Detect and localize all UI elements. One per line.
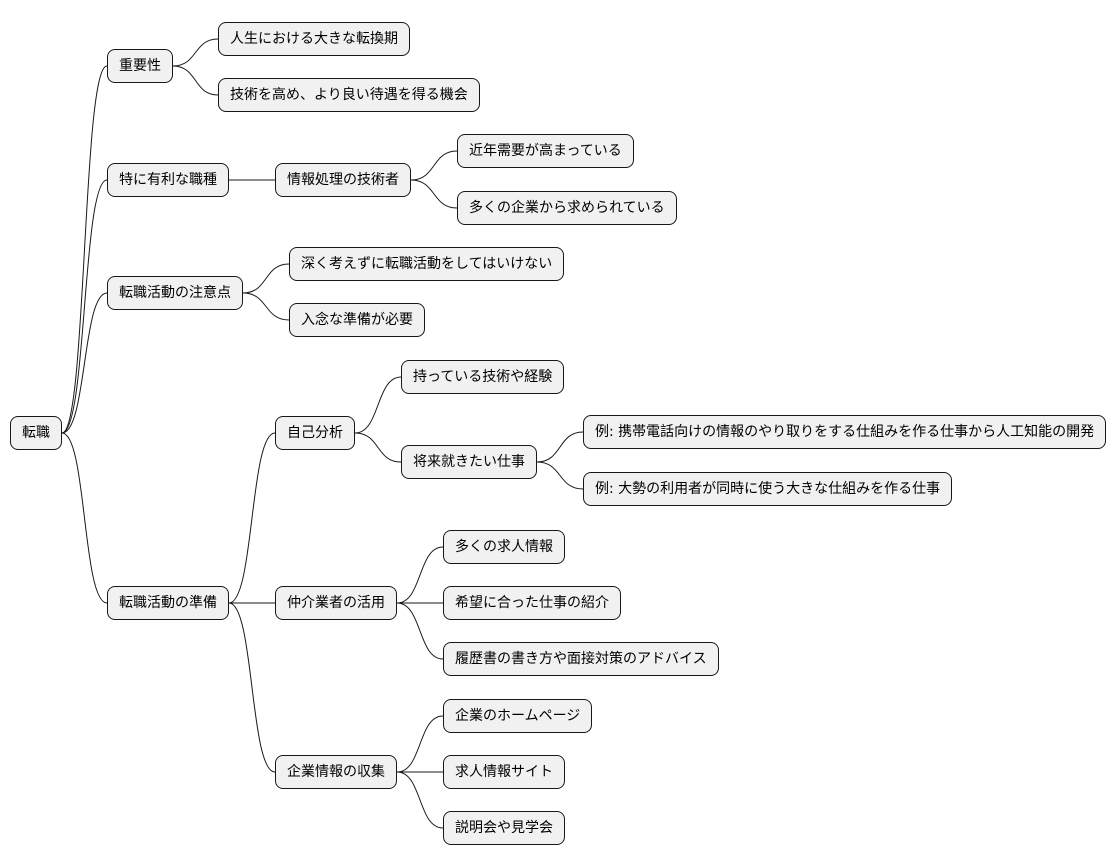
connector-b2c0 — [242, 263, 290, 294]
node-skill-opportunity: 技術を高め、より良い待遇を得る機会 — [218, 78, 480, 112]
node-self-analysis: 自己分析 — [275, 416, 355, 450]
node-future-job: 将来就きたい仕事 — [401, 445, 537, 479]
connector-b3c0b — [354, 432, 402, 463]
connector-b3c1c — [396, 602, 444, 660]
node-life-turning-point: 人生における大きな転換期 — [218, 22, 410, 56]
node-matching-jobs: 希望に合った仕事の紹介 — [443, 586, 621, 620]
connector-b3c0b2 — [536, 461, 584, 490]
node-it-engineer: 情報処理の技術者 — [275, 163, 411, 197]
connector-b3c2 — [228, 602, 276, 773]
connector-b1 — [61, 179, 108, 434]
node-preparation: 転職活動の準備 — [107, 586, 229, 620]
node-agency-use: 仲介業者の活用 — [275, 586, 397, 620]
connector-b3c0a — [354, 376, 402, 434]
connector-b3 — [61, 432, 108, 604]
connector-b2c1 — [242, 292, 290, 321]
node-company-homepage: 企業のホームページ — [443, 699, 593, 733]
node-cautions: 転職活動の注意点 — [107, 276, 243, 310]
node-preparation-needed: 入念な準備が必要 — [289, 303, 425, 337]
connector-b1c0a — [410, 150, 458, 181]
connector-b0c1 — [172, 65, 219, 96]
node-do-not-rush: 深く考えずに転職活動をしてはいけない — [289, 247, 565, 281]
connector-b3c1a — [396, 546, 444, 604]
node-advantageous-jobs: 特に有利な職種 — [107, 163, 229, 197]
node-info-sessions: 説明会や見学会 — [443, 811, 565, 845]
node-many-listings: 多くの求人情報 — [443, 530, 565, 564]
node-rising-demand: 近年需要が高まっている — [457, 134, 634, 168]
node-job-sites: 求人情報サイト — [443, 755, 565, 789]
connector-b3c0 — [228, 432, 276, 604]
connector-b3c0b1 — [536, 431, 584, 463]
root-node: 転職 — [10, 416, 62, 450]
connector-b0c0 — [172, 38, 219, 67]
node-skills-experience: 持っている技術や経験 — [401, 360, 565, 394]
node-example-large-system: 例: 大勢の利用者が同時に使う大きな仕組みを作る仕事 — [583, 472, 953, 506]
node-sought-by-companies: 多くの企業から求められている — [457, 191, 677, 225]
node-company-research: 企業情報の収集 — [275, 755, 397, 789]
connector-b1c0b — [410, 179, 458, 209]
connector-b2 — [61, 292, 108, 434]
node-resume-interview-advice: 履歴書の書き方や面接対策のアドバイス — [443, 642, 719, 676]
connector-b0 — [61, 65, 108, 434]
node-importance: 重要性 — [107, 49, 173, 83]
node-example-mobile-ai: 例: 携帯電話向けの情報のやり取りをする仕組みを作る仕事から人工知能の開発 — [583, 415, 1107, 449]
connector-b3c2c — [396, 771, 444, 829]
connector-b3c2a — [396, 715, 444, 773]
